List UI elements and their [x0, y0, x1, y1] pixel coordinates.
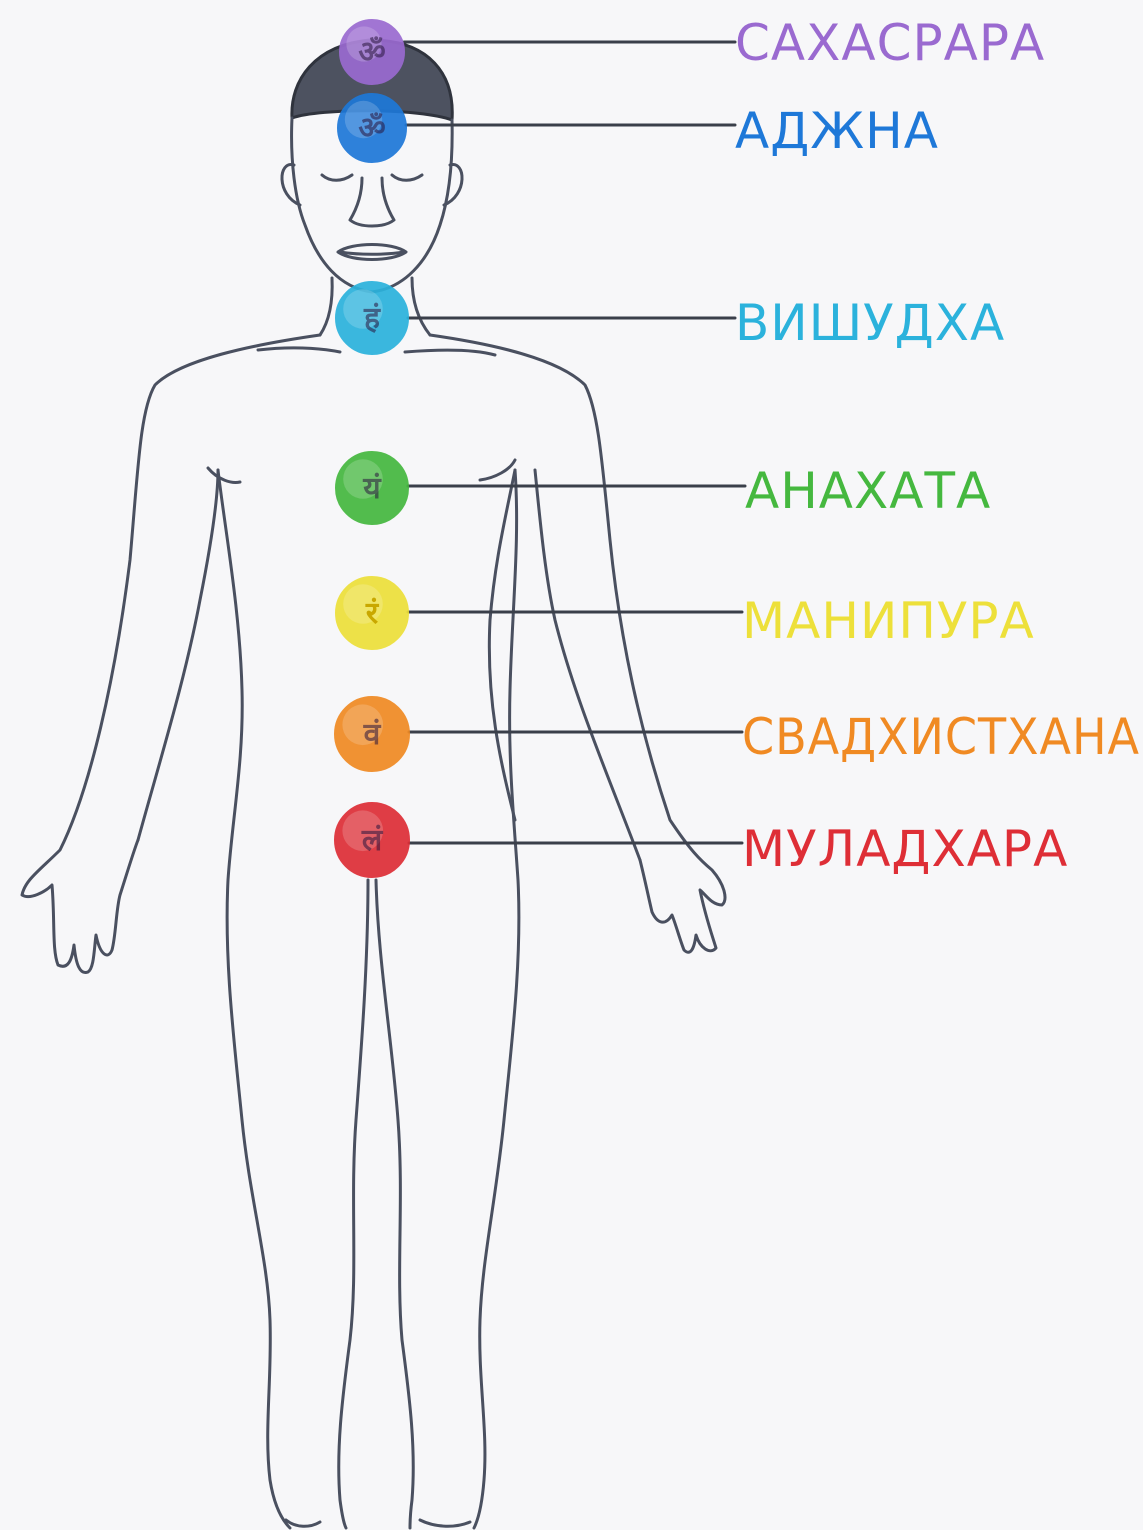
left-arm-inner	[138, 470, 218, 840]
chest-left	[208, 468, 240, 482]
chest-right	[480, 460, 515, 480]
chakra-labels: САХАСРАРА АДЖНА ВИШУДХА АНАХАТА МАНИПУРА СВАД…	[735, 14, 1140, 878]
chakra-anahata: यं	[336, 452, 408, 524]
right-eye	[392, 175, 422, 180]
right-leg-inner	[376, 880, 413, 1528]
chakra-manipura: रं	[336, 577, 408, 649]
chakra-ajna: ॐ	[338, 94, 406, 162]
chakra-symbol-svadhisthana: वं	[363, 717, 382, 752]
clavicle-left	[258, 348, 340, 352]
chakra-label-vishuddha: ВИШУДХА	[735, 294, 1005, 352]
chakra-vishuddha: हं	[336, 282, 408, 354]
chakra-label-sahasrara: САХАСРАРА	[735, 14, 1045, 72]
chakra-label-ajna: АДЖНА	[735, 102, 939, 160]
right-arm-outer	[430, 335, 725, 952]
chakra-label-manipura: МАНИПУРА	[742, 592, 1035, 650]
right-torso-leg	[474, 470, 519, 1528]
right-arm-inner	[535, 470, 640, 860]
left-torso-leg	[218, 470, 290, 1528]
chakra-symbol-vishuddha: हं	[363, 301, 381, 336]
left-eye	[322, 175, 352, 180]
chakra-muladhara: लं	[335, 803, 409, 877]
left-arm-outer	[22, 335, 320, 973]
nose	[350, 178, 394, 226]
chakra-symbol-anahata: यं	[362, 471, 382, 506]
chakra-svadhisthana: वं	[335, 697, 409, 771]
chakra-symbol-manipura: रं	[365, 596, 380, 631]
neck-left	[320, 278, 332, 335]
chakra-label-anahata: АНАХАТА	[745, 462, 991, 520]
chakra-label-muladhara: МУЛАДХАРА	[742, 820, 1068, 878]
neck-right	[412, 278, 430, 335]
chakra-symbol-muladhara: लं	[361, 823, 384, 858]
left-leg-inner	[339, 880, 368, 1528]
chakra-sahasrara: ॐ	[340, 20, 404, 84]
chakra-symbol-sahasrara: ॐ	[358, 35, 385, 70]
chakra-label-svadhisthana: СВАДХИСТХАНА	[742, 708, 1140, 766]
chakra-symbol-ajna: ॐ	[358, 111, 385, 146]
leader-lines	[404, 42, 745, 843]
human-figure	[22, 40, 725, 1528]
clavicle-right	[405, 350, 495, 355]
chakra-circles: ॐ ॐ हं यं रं वं लं	[335, 20, 409, 877]
